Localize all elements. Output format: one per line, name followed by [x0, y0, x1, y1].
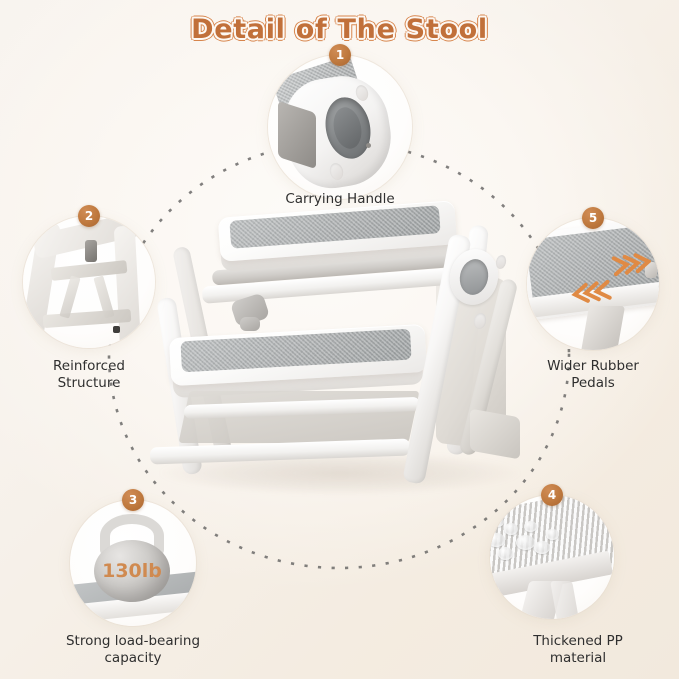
detail-2-photo-disc: [23, 216, 155, 348]
detail-5-caption: Wider Rubber Pedals: [547, 358, 639, 391]
detail-card-5[interactable]: 5: [527, 207, 659, 350]
detail-3-photo-disc: 130lb: [70, 500, 196, 626]
kettlebell-body: [94, 540, 170, 602]
detail-4-badge: 4: [541, 484, 563, 506]
detail-1-badge: 1: [329, 44, 351, 66]
pedal-support-leg: [580, 306, 626, 350]
water-drop-5: [524, 521, 537, 532]
detail-2-badge: 2: [78, 205, 100, 227]
water-drop-7: [492, 517, 504, 527]
kettlebell-handle: [100, 514, 164, 558]
detail-5-photo-disc: [527, 218, 659, 350]
water-drop-1: [490, 533, 505, 547]
detail-3-caption: Strong load-bearing capacity: [65, 633, 201, 666]
detail-1-caption: Carrying Handle: [285, 191, 395, 207]
water-drop-3: [516, 535, 535, 550]
handle-dent-upper: [494, 254, 508, 270]
water-drop-4: [498, 547, 513, 560]
product-image-stool: [140, 200, 540, 505]
handle-side-shadow: [278, 100, 316, 170]
detail-card-4[interactable]: 4: [490, 484, 614, 619]
water-drop-8: [546, 529, 559, 540]
kettlebell-weight-label: 130lb: [102, 560, 162, 582]
detail-4-photo-disc: [490, 495, 614, 619]
pedal-width-arrows-left: [571, 280, 612, 303]
detail-4-caption: Thickened PP material: [533, 633, 623, 666]
detail-card-3[interactable]: 130lb 3: [70, 489, 196, 626]
folding-hinge-pin: [240, 317, 260, 331]
detail-2-caption: Reinforced Structure: [53, 358, 125, 391]
page-title: Detail of The Stool: [191, 14, 488, 45]
pedal-width-arrows-right: [611, 253, 651, 277]
water-drop-2: [504, 523, 518, 535]
detail-5-badge: 5: [582, 207, 604, 229]
handle-screw-dot: [366, 143, 371, 148]
frame-screw-dot: [113, 326, 120, 333]
frame-hinge-pin: [85, 240, 97, 262]
pedal-hinge-knob: [645, 262, 657, 278]
detail-card-1[interactable]: 1: [268, 44, 412, 199]
detail-1-photo-disc: [268, 55, 412, 199]
detail-3-badge: 3: [122, 489, 144, 511]
right-rear-foot: [470, 408, 520, 460]
water-drop-6: [534, 541, 550, 554]
detail-card-2[interactable]: 2: [23, 205, 155, 348]
